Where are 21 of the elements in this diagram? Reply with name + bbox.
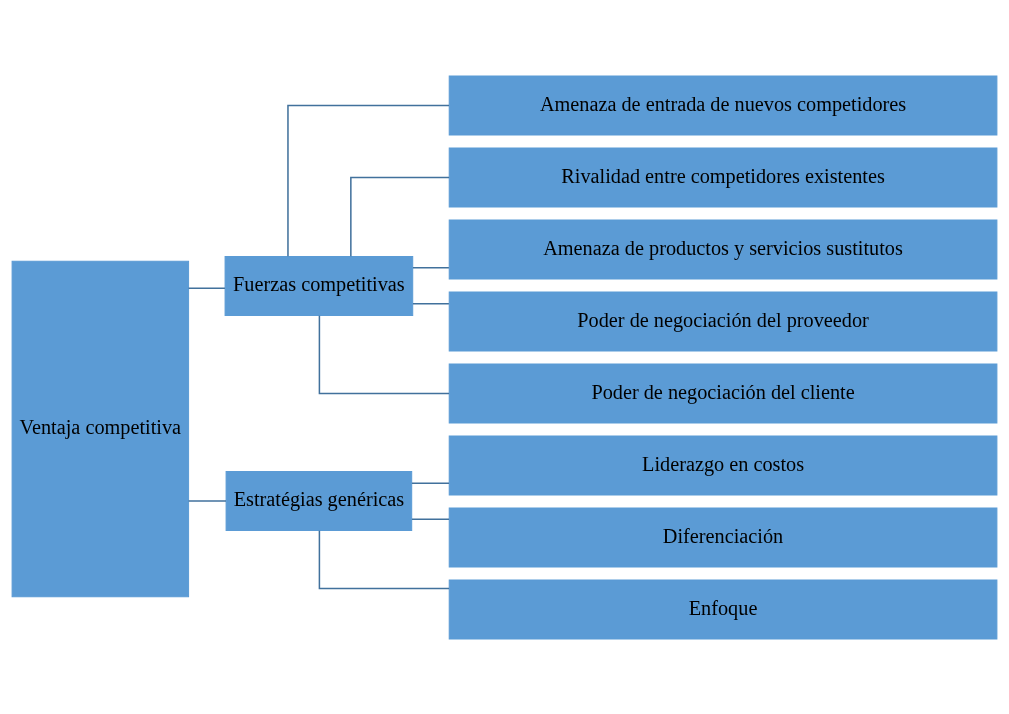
node-box: Rivalidad entre competidores existentes [448,147,998,207]
connector [318,529,450,589]
node-box: Amenaza de productos y servicios sustitutos [448,219,998,279]
connector [187,287,226,289]
connector [411,518,450,520]
node-box: Poder de negociación del cliente [448,363,998,423]
node-box: Fuerzas competitivas [224,255,414,316]
connector [411,482,450,484]
node-box: Poder de negociación del proveedor [448,291,998,351]
connector [287,104,450,257]
connector [318,314,450,394]
node-box: Enfoque [448,579,998,639]
node-box: Estratégias genéricas [225,470,413,531]
connector [350,176,450,257]
connector [187,499,227,502]
node-box: Liderazgo en costos [448,435,998,495]
node-box: Ventaja competitiva [11,260,190,597]
node-box: Diferenciación [448,507,998,567]
node-box: Amenaza de entrada de nuevos competidores [448,75,998,135]
connector [412,266,450,268]
connector [412,302,450,304]
